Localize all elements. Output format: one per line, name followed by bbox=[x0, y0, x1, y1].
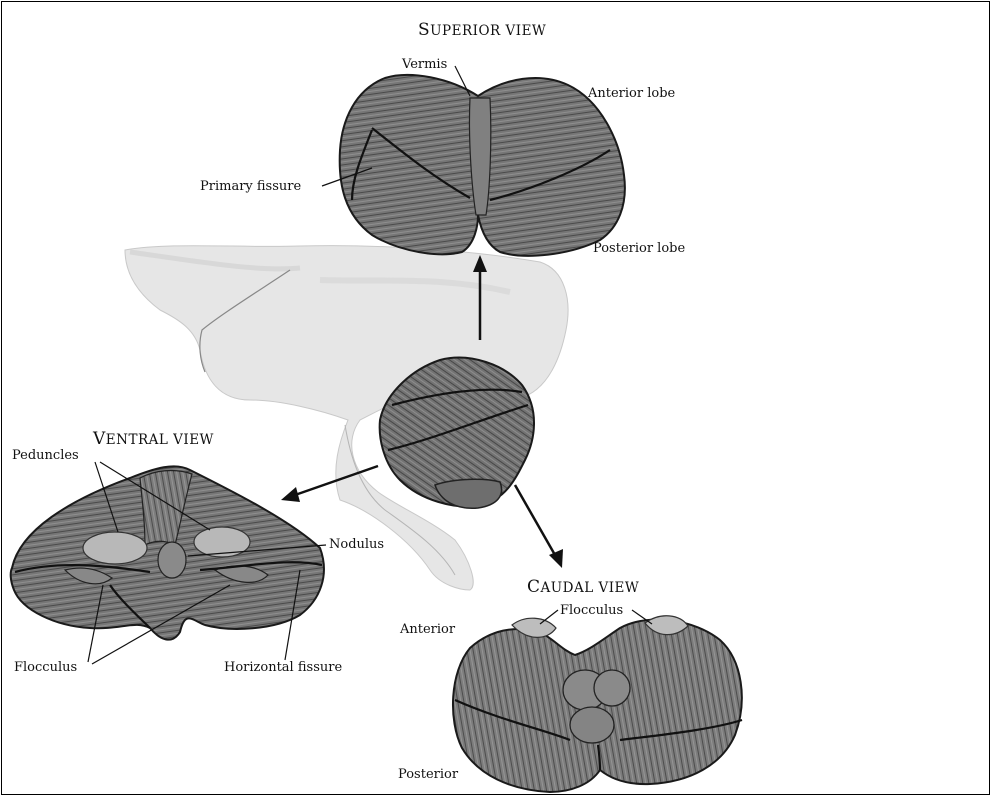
label-horizontal-fissure: Horizontal fissure bbox=[224, 660, 342, 675]
peduncle-right bbox=[194, 527, 250, 557]
label-primary-fissure: Primary fissure bbox=[200, 179, 301, 194]
label-anterior: Anterior bbox=[399, 622, 456, 637]
superior-view: SUPERIOR VIEW Vermis Anterior lobe Prima… bbox=[200, 20, 685, 256]
caudal-view: CAUDAL VIEW Flocculus Anterior Posterior bbox=[398, 577, 742, 792]
ventral-view: VENTRAL VIEW Peduncles Nodulus Flocculus… bbox=[11, 429, 384, 675]
superior-view-title: SUPERIOR VIEW bbox=[418, 20, 546, 40]
label-peduncles: Peduncles bbox=[12, 448, 79, 463]
label-anterior-lobe: Anterior lobe bbox=[587, 86, 676, 101]
label-nodulus: Nodulus bbox=[329, 537, 384, 552]
caudal-view-title: CAUDAL VIEW bbox=[527, 577, 639, 597]
arrow-down-right-icon bbox=[549, 549, 563, 568]
label-flocculus-ventral: Flocculus bbox=[14, 660, 77, 675]
label-flocculus-caudal: Flocculus bbox=[560, 603, 623, 618]
label-posterior-lobe: Posterior lobe bbox=[593, 241, 685, 256]
ventral-view-title: VENTRAL VIEW bbox=[92, 429, 214, 449]
label-posterior: Posterior bbox=[398, 767, 459, 782]
arrow-left-icon bbox=[281, 487, 300, 502]
peduncle-left bbox=[83, 532, 147, 564]
label-vermis: Vermis bbox=[401, 57, 447, 72]
nodulus-shape bbox=[158, 542, 186, 578]
